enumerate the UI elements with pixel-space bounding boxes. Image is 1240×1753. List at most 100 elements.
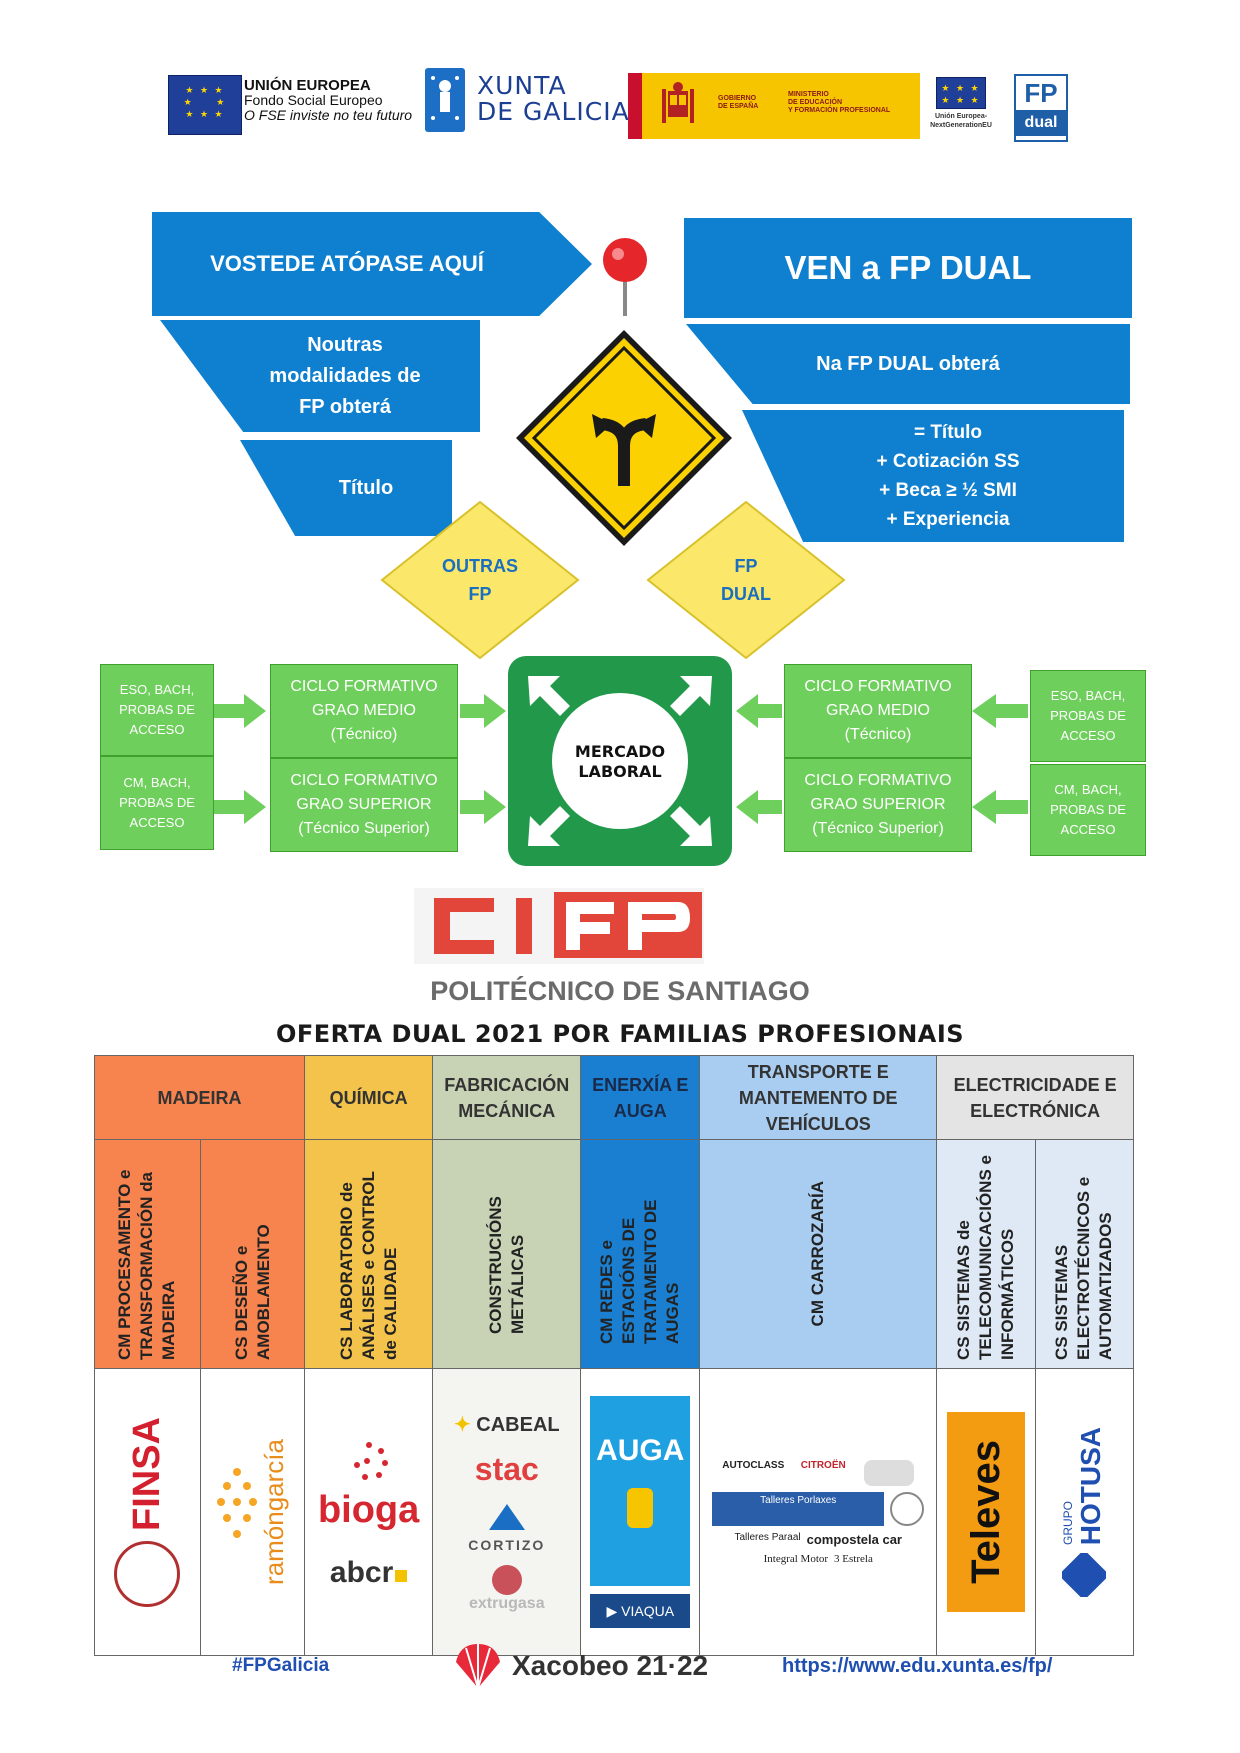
cycle-quimica: CS LABORATORIO de ANÁLISES e CONTROL de … xyxy=(304,1139,434,1369)
left-middle-cycle-label: CICLO FORMATIVO xyxy=(290,678,438,695)
cifp-logo-graphic xyxy=(414,888,704,964)
map-pin-icon xyxy=(600,236,650,318)
talleres-paraal-logo: Talleres Paraal xyxy=(734,1531,801,1543)
hotusa-text: HOTUSA xyxy=(1075,1426,1107,1546)
ministry-text: MINISTERIO DE EDUCACIÓN Y FORMACIÓN PROF… xyxy=(788,91,890,115)
eu-text: UNIÓN EUROPEA Fondo Social Europeo O FSE… xyxy=(244,78,412,123)
finsa-logo: FINSA xyxy=(125,1417,168,1531)
cycles-row: CM PROCESAMENTO e TRANSFORMACIÓN da MADE… xyxy=(94,1139,1135,1369)
tres-estrela-logo: 3 Estrela xyxy=(834,1552,873,1565)
come-to-fp-dual-banner: VEN a FP DUAL xyxy=(684,218,1132,318)
xunta-line2: DE GALICIA xyxy=(477,97,630,126)
cycle-madeira-2: CS DESEÑO e AMOBLAMENTO xyxy=(199,1139,306,1369)
spain-flag-stripe xyxy=(628,73,642,139)
televes-logo-cell: Televes xyxy=(936,1368,1036,1656)
right-higher-grado: GRAO SUPERIOR xyxy=(810,796,946,813)
other-fp-line1: OUTRAS xyxy=(442,556,518,576)
gov-spain-text: GOBIERNO DE ESPAÑA xyxy=(718,95,758,111)
cabeal-text: CABEAL xyxy=(476,1413,560,1436)
family-madeira-label: MADEIRA xyxy=(157,1087,242,1108)
worker-icon xyxy=(627,1488,654,1528)
left-arrow-2-icon xyxy=(214,790,266,829)
viaqua-arrow-icon: ▶ xyxy=(606,1603,618,1619)
nextgen-eu-logo: ★ ★ ★★ ★ ★ Unión Europea- NextGeneration… xyxy=(925,73,997,139)
hotusa-mark-icon xyxy=(1062,1553,1107,1598)
left-eso-access-text: ESO, BACH, PROBAS DE ACCESO xyxy=(119,682,195,737)
fp-logo-top: FP xyxy=(1024,78,1058,108)
market-line1: MERCADO xyxy=(574,742,666,761)
left-higher-grado: GRAO SUPERIOR xyxy=(296,796,432,813)
cabeal-logo: ✦ CABEAL xyxy=(433,1412,580,1437)
family-transporte-label: TRANSPORTE E MANTEMENTO DE VEHÍCULOS xyxy=(738,1061,898,1134)
spain-ministry-logo: GOBIERNO DE ESPAÑA MINISTERIO DE EDUCACI… xyxy=(628,73,920,139)
hotusa-logo-cell: GRUPO HOTUSA xyxy=(1034,1368,1135,1656)
xunta-logo-text: XUNTA DE GALICIA xyxy=(477,73,630,125)
ramon-garcia-dots-icon xyxy=(217,1468,257,1538)
dual-offer-table: MADEIRA QUÍMICA FABRICACIÓN MECÁNICA ENE… xyxy=(93,1055,1135,1656)
converging-arrows-icon xyxy=(528,676,712,846)
family-madeira: MADEIRA xyxy=(93,1055,306,1140)
left-middle-grado: GRAO MEDIO xyxy=(311,702,416,719)
abcr-logo-text: abcr xyxy=(329,1555,394,1589)
xunta-line1: XUNTA xyxy=(477,71,567,100)
hashtag-link[interactable]: #FPGalicia xyxy=(232,1655,330,1676)
cycle-quimica-label: CS LABORATORIO de ANÁLISES e CONTROL de … xyxy=(336,1171,400,1360)
dual-benefit-3: + Beca ≥ ½ SMI xyxy=(879,480,1017,501)
auga-poster: AUGA xyxy=(590,1396,691,1586)
cycle-madeira-1-label: CM PROCESAMENTO e TRANSFORMACIÓN da MADE… xyxy=(115,1169,179,1361)
fp-url-link[interactable]: https://www.edu.xunta.es/fp/ xyxy=(782,1655,1053,1677)
viaqua-text: VIAQUA xyxy=(621,1603,675,1619)
other-fp-line2: FP xyxy=(468,584,492,604)
left-higher-cycle-label: CICLO FORMATIVO xyxy=(290,772,438,789)
citroen-logo: CITROËN xyxy=(800,1459,846,1471)
family-quimica-label: QUÍMICA xyxy=(329,1087,408,1108)
left-cm-access-text: CM, BACH, PROBAS DE ACCESO xyxy=(119,775,195,830)
other-modes-line1: Noutras xyxy=(307,333,383,356)
left-middle-tecnico: (Técnico) xyxy=(330,726,398,743)
family-fabricacion-label: FABRICACIÓN MECÁNICA xyxy=(444,1074,570,1121)
right-middle-grado: GRAO MEDIO xyxy=(825,702,930,719)
offer-title: OFERTA DUAL 2021 POR FAMILIAS PROFESIONA… xyxy=(275,1020,965,1048)
dual-benefit-4: + Experiencia xyxy=(886,509,1010,530)
eu-fund: Fondo Social Europeo xyxy=(244,92,383,108)
extrugasa-circle-icon xyxy=(491,1564,522,1595)
right-arrow-2-icon xyxy=(736,790,782,829)
dual-benefits-funnel: = Título + Cotización SS + Beca ≥ ½ SMI … xyxy=(742,410,1124,542)
cortizo-mark-icon xyxy=(488,1503,525,1530)
families-header-row: MADEIRA QUÍMICA FABRICACIÓN MECÁNICA ENE… xyxy=(93,1055,1134,1140)
gov-line2: DE ESPAÑA xyxy=(718,103,759,110)
left-arrow-3-icon xyxy=(460,694,506,733)
cycle-transporte-label: CM CARROZARÍA xyxy=(808,1181,828,1327)
eu-motto: O FSE inviste no teu futuro xyxy=(244,107,413,123)
right-arrow-1-icon xyxy=(736,694,782,733)
left-eso-access-box: ESO, BACH, PROBAS DE ACCESO xyxy=(100,664,214,756)
right-arrow-4-icon xyxy=(972,790,1028,829)
left-arrow-4-icon xyxy=(460,790,506,829)
bioga-abcr-logo-cell: bioga abcr xyxy=(304,1368,434,1656)
scallop-shell-icon xyxy=(456,1644,500,1689)
come-to-text: VEN a FP DUAL xyxy=(784,249,1032,286)
xacobeo-logo: Xacobeo 21·22 xyxy=(452,1640,708,1692)
xacobeo-text: Xacobeo 21·22 xyxy=(512,1650,709,1681)
auga-poster-title: AUGA xyxy=(596,1434,685,1467)
left-middle-cycle-box: CICLO FORMATIVO GRAO MEDIO (Técnico) xyxy=(270,664,458,758)
companies-row: FINSA ramóngarcía bioga abcr ✦ CAB xyxy=(94,1368,1135,1656)
cycle-elec-2-label: CS SISTEMAS ELECTROTÉCNICOS e AUTOMATIZA… xyxy=(1052,1176,1116,1360)
family-enerxia-label: ENERXÍA E AUGA xyxy=(592,1074,689,1121)
family-quimica: QUÍMICA xyxy=(304,1055,434,1140)
other-modes-funnel: Noutras modalidades de FP obterá xyxy=(160,320,480,432)
ramon-garcia-logo: ramóngarcía xyxy=(259,1439,289,1585)
cabeal-star-icon: ✦ xyxy=(453,1413,471,1436)
family-transporte: TRANSPORTE E MANTEMENTO DE VEHÍCULOS xyxy=(699,1055,938,1140)
dual-benefit-1: = Título xyxy=(913,422,983,443)
fp-dual-diamond-shape xyxy=(646,500,846,660)
min-line1: MINISTERIO xyxy=(788,91,829,98)
right-arrow-3-icon xyxy=(972,694,1028,733)
fp-dual-line2: DUAL xyxy=(721,584,771,604)
other-modes-line3: FP obterá xyxy=(299,395,391,418)
metal-logos-cell: ✦ CABEAL stac CORTIZO extrugasa xyxy=(432,1368,582,1656)
market-line2: LABORAL xyxy=(578,762,662,781)
right-cm-access-text: CM, BACH, PROBAS DE ACCESO xyxy=(1050,782,1126,837)
right-middle-cycle-label: CICLO FORMATIVO xyxy=(804,678,952,695)
nextgen-line1: Unión Europea- xyxy=(934,113,988,120)
